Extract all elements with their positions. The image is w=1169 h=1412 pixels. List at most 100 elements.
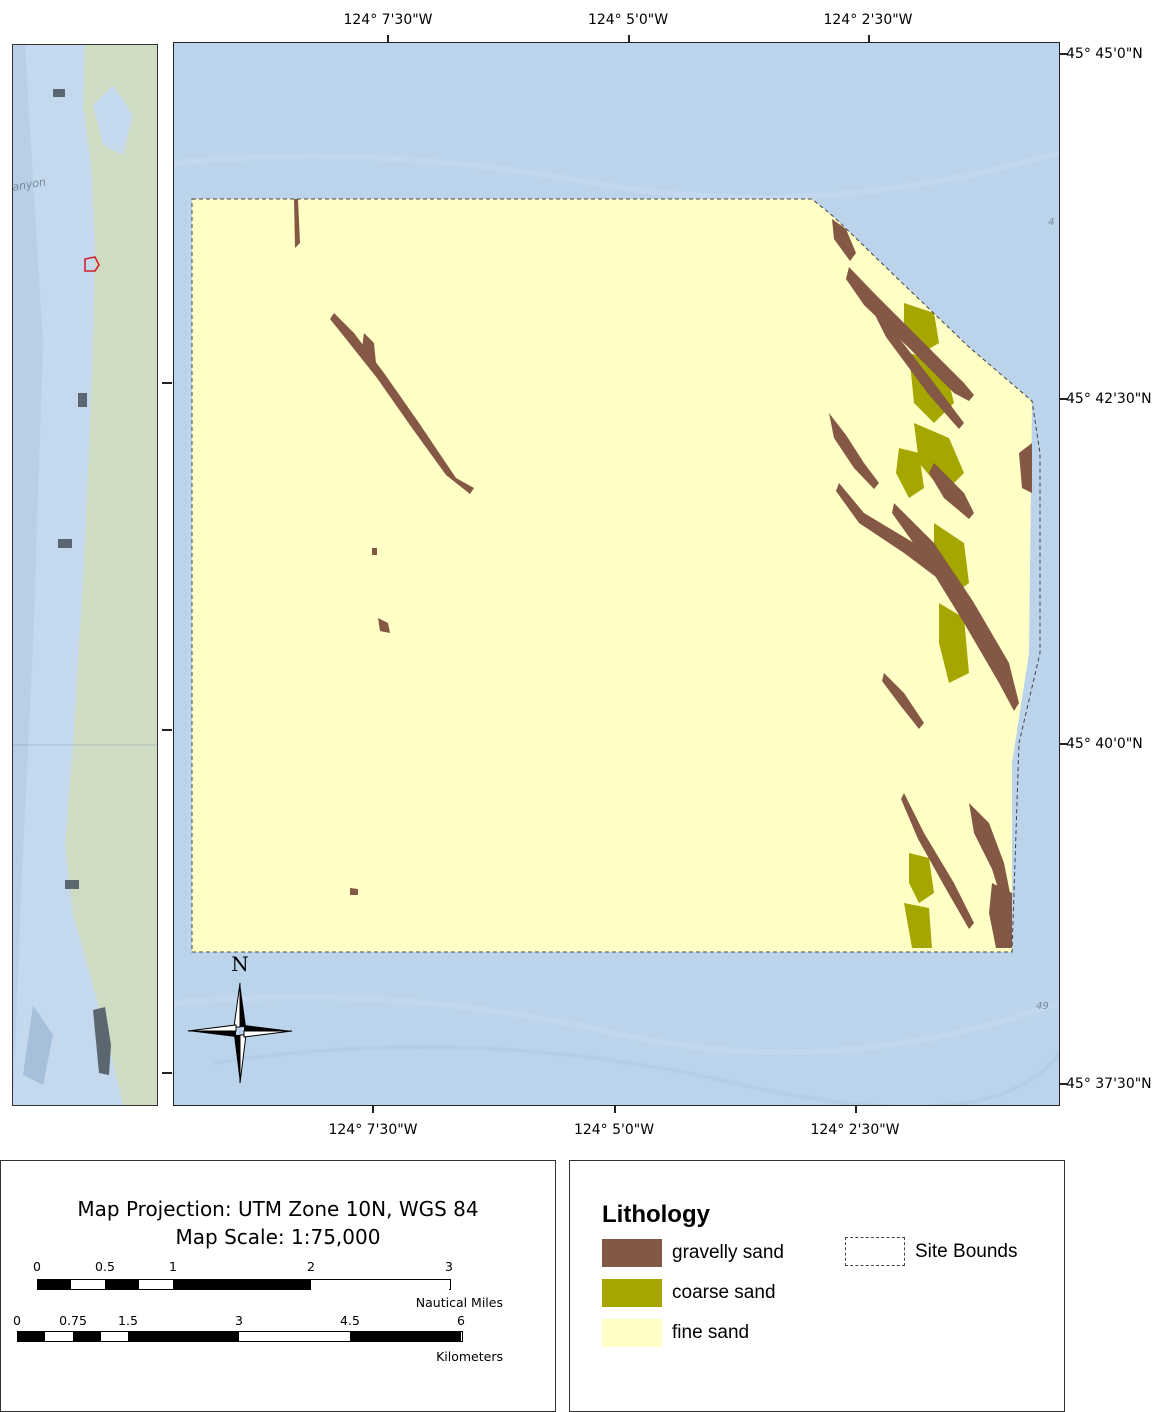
gravelly-sand-feature <box>846 267 974 401</box>
nm-tick-label: 1 <box>169 1259 177 1274</box>
north-arrow-needle <box>188 1031 236 1037</box>
nm-bar-segment <box>173 1279 311 1290</box>
km-tick-label: 0.75 <box>59 1313 87 1328</box>
map-scale-text: Map Scale: 1:75,000 <box>175 1225 381 1249</box>
nm-tick-label: 0.5 <box>95 1259 115 1274</box>
map-tick <box>387 35 389 43</box>
inset-site-marker <box>93 1007 111 1075</box>
inset-place-label: anyon <box>13 175 47 194</box>
inset-site-marker <box>78 393 87 407</box>
inset-shelf-shading <box>13 45 43 1105</box>
km-bar-segment <box>350 1331 461 1342</box>
inset-bay <box>93 85 133 155</box>
nm-bar-segment <box>105 1279 139 1290</box>
nm-tick-label: 3 <box>445 1259 453 1274</box>
inset-overview-map: anyon <box>12 44 158 1106</box>
north-arrow-needle <box>243 1030 293 1038</box>
inset-tick <box>162 1072 172 1074</box>
km-bar-segment <box>128 1331 239 1342</box>
coarse-sand-patch <box>896 448 924 498</box>
gravelly-sand-feature <box>882 673 924 729</box>
coarse-sand-patch <box>939 603 969 683</box>
map-tick <box>1059 53 1067 55</box>
north-arrow-needle <box>239 1034 247 1084</box>
km-unit-label: Kilometers <box>436 1349 503 1364</box>
map-tick <box>855 1105 857 1113</box>
nm-bar-segment <box>37 1279 71 1290</box>
coarse-sand-patch <box>914 423 964 493</box>
right-lat-label-3: 45° 40'0"N <box>1066 736 1143 752</box>
km-tick-label: 6 <box>457 1313 465 1328</box>
bathy-shading <box>174 150 1059 201</box>
gravelly-sand-feature <box>969 803 1012 907</box>
km-tick-label: 0 <box>13 1313 21 1328</box>
coarse-sand-patch <box>904 903 932 948</box>
gravelly-sand-feature <box>829 413 879 489</box>
map-tick <box>868 35 870 43</box>
north-arrow-label: N <box>231 952 249 976</box>
north-arrow: N <box>187 952 293 1084</box>
inset-current-site-outline <box>84 256 100 272</box>
gravelly-sand-feature <box>832 219 856 261</box>
coarse-sand-patch <box>909 853 934 903</box>
inset-site-marker <box>65 880 79 889</box>
main-map-graphic: 4 49 N <box>174 43 1059 1105</box>
gravelly-sand-feature <box>929 463 974 519</box>
main-lithology-map: 4 49 N <box>173 42 1060 1106</box>
inset-site-marker <box>58 539 72 548</box>
gravelly-sand-features <box>294 199 1032 948</box>
gravelly-sand-feature <box>362 333 376 365</box>
km-tick-label: 1.5 <box>118 1313 138 1328</box>
inset-tick <box>162 729 172 731</box>
km-tick-label: 4.5 <box>340 1313 360 1328</box>
top-lon-label-3: 124° 2'30"W <box>823 12 913 28</box>
legend-label-coarse-sand: coarse sand <box>672 1282 776 1303</box>
bathy-label: 49 <box>1036 1001 1049 1012</box>
site-bounds-outline <box>191 198 1041 953</box>
legend-title: Lithology <box>602 1201 710 1228</box>
inset-canyon-shading <box>23 1005 53 1085</box>
legend-swatch-site-bounds <box>845 1237 905 1266</box>
nm-unit-label: Nautical Miles <box>415 1295 503 1310</box>
bathy-label: 4 <box>1048 217 1054 228</box>
legend-label-fine-sand: fine sand <box>672 1322 750 1343</box>
fine-sand-area <box>192 199 1032 952</box>
gravelly-sand-feature <box>901 793 974 929</box>
map-tick <box>1059 1083 1067 1085</box>
right-lat-label-4: 45° 37'30"N <box>1066 1076 1152 1092</box>
bathy-shading <box>213 1045 1059 1105</box>
bottom-lon-label-2: 124° 5'0"W <box>573 1122 655 1138</box>
map-tick <box>628 35 630 43</box>
inset-tick <box>162 382 172 384</box>
gravelly-sand-feature <box>330 313 474 494</box>
map-tick <box>614 1105 616 1113</box>
legend-swatch-gravelly-sand <box>602 1239 662 1267</box>
nm-bar-segment <box>311 1284 449 1290</box>
gravelly-sand-feature <box>372 548 377 555</box>
legend-swatch-coarse-sand <box>602 1279 662 1307</box>
inset-land <box>65 45 157 1105</box>
bottom-lon-label-1: 124° 7'30"W <box>328 1122 418 1138</box>
km-bar-segment <box>17 1331 45 1342</box>
km-tick-label: 3 <box>235 1313 243 1328</box>
top-lon-label-2: 124° 5'0"W <box>587 12 669 28</box>
gravelly-sand-feature <box>892 503 1019 711</box>
map-tick <box>372 1105 374 1113</box>
gravelly-sand-feature <box>294 199 300 248</box>
map-projection-text: Map Projection: UTM Zone 10N, WGS 84 <box>77 1197 479 1221</box>
legend-label-gravelly-sand: gravelly sand <box>672 1242 784 1263</box>
bottom-lon-label-3: 124° 2'30"W <box>810 1122 900 1138</box>
inset-site-marker <box>53 89 65 97</box>
inset-map-graphic: anyon <box>13 45 157 1105</box>
gravelly-sand-feature <box>989 883 1012 948</box>
gravelly-sand-feature <box>350 888 358 895</box>
legend-label-site-bounds: Site Bounds <box>915 1241 1018 1262</box>
map-tick <box>1059 743 1067 745</box>
right-lat-label-1: 45° 45'0"N <box>1066 46 1143 62</box>
north-arrow-needle <box>240 983 246 1027</box>
gravelly-sand-feature <box>1019 443 1032 493</box>
legend-swatch-fine-sand <box>602 1319 662 1347</box>
nm-tick-label: 0 <box>33 1259 41 1274</box>
km-bar-segment <box>73 1331 101 1342</box>
top-lon-label-1: 124° 7'30"W <box>343 12 433 28</box>
